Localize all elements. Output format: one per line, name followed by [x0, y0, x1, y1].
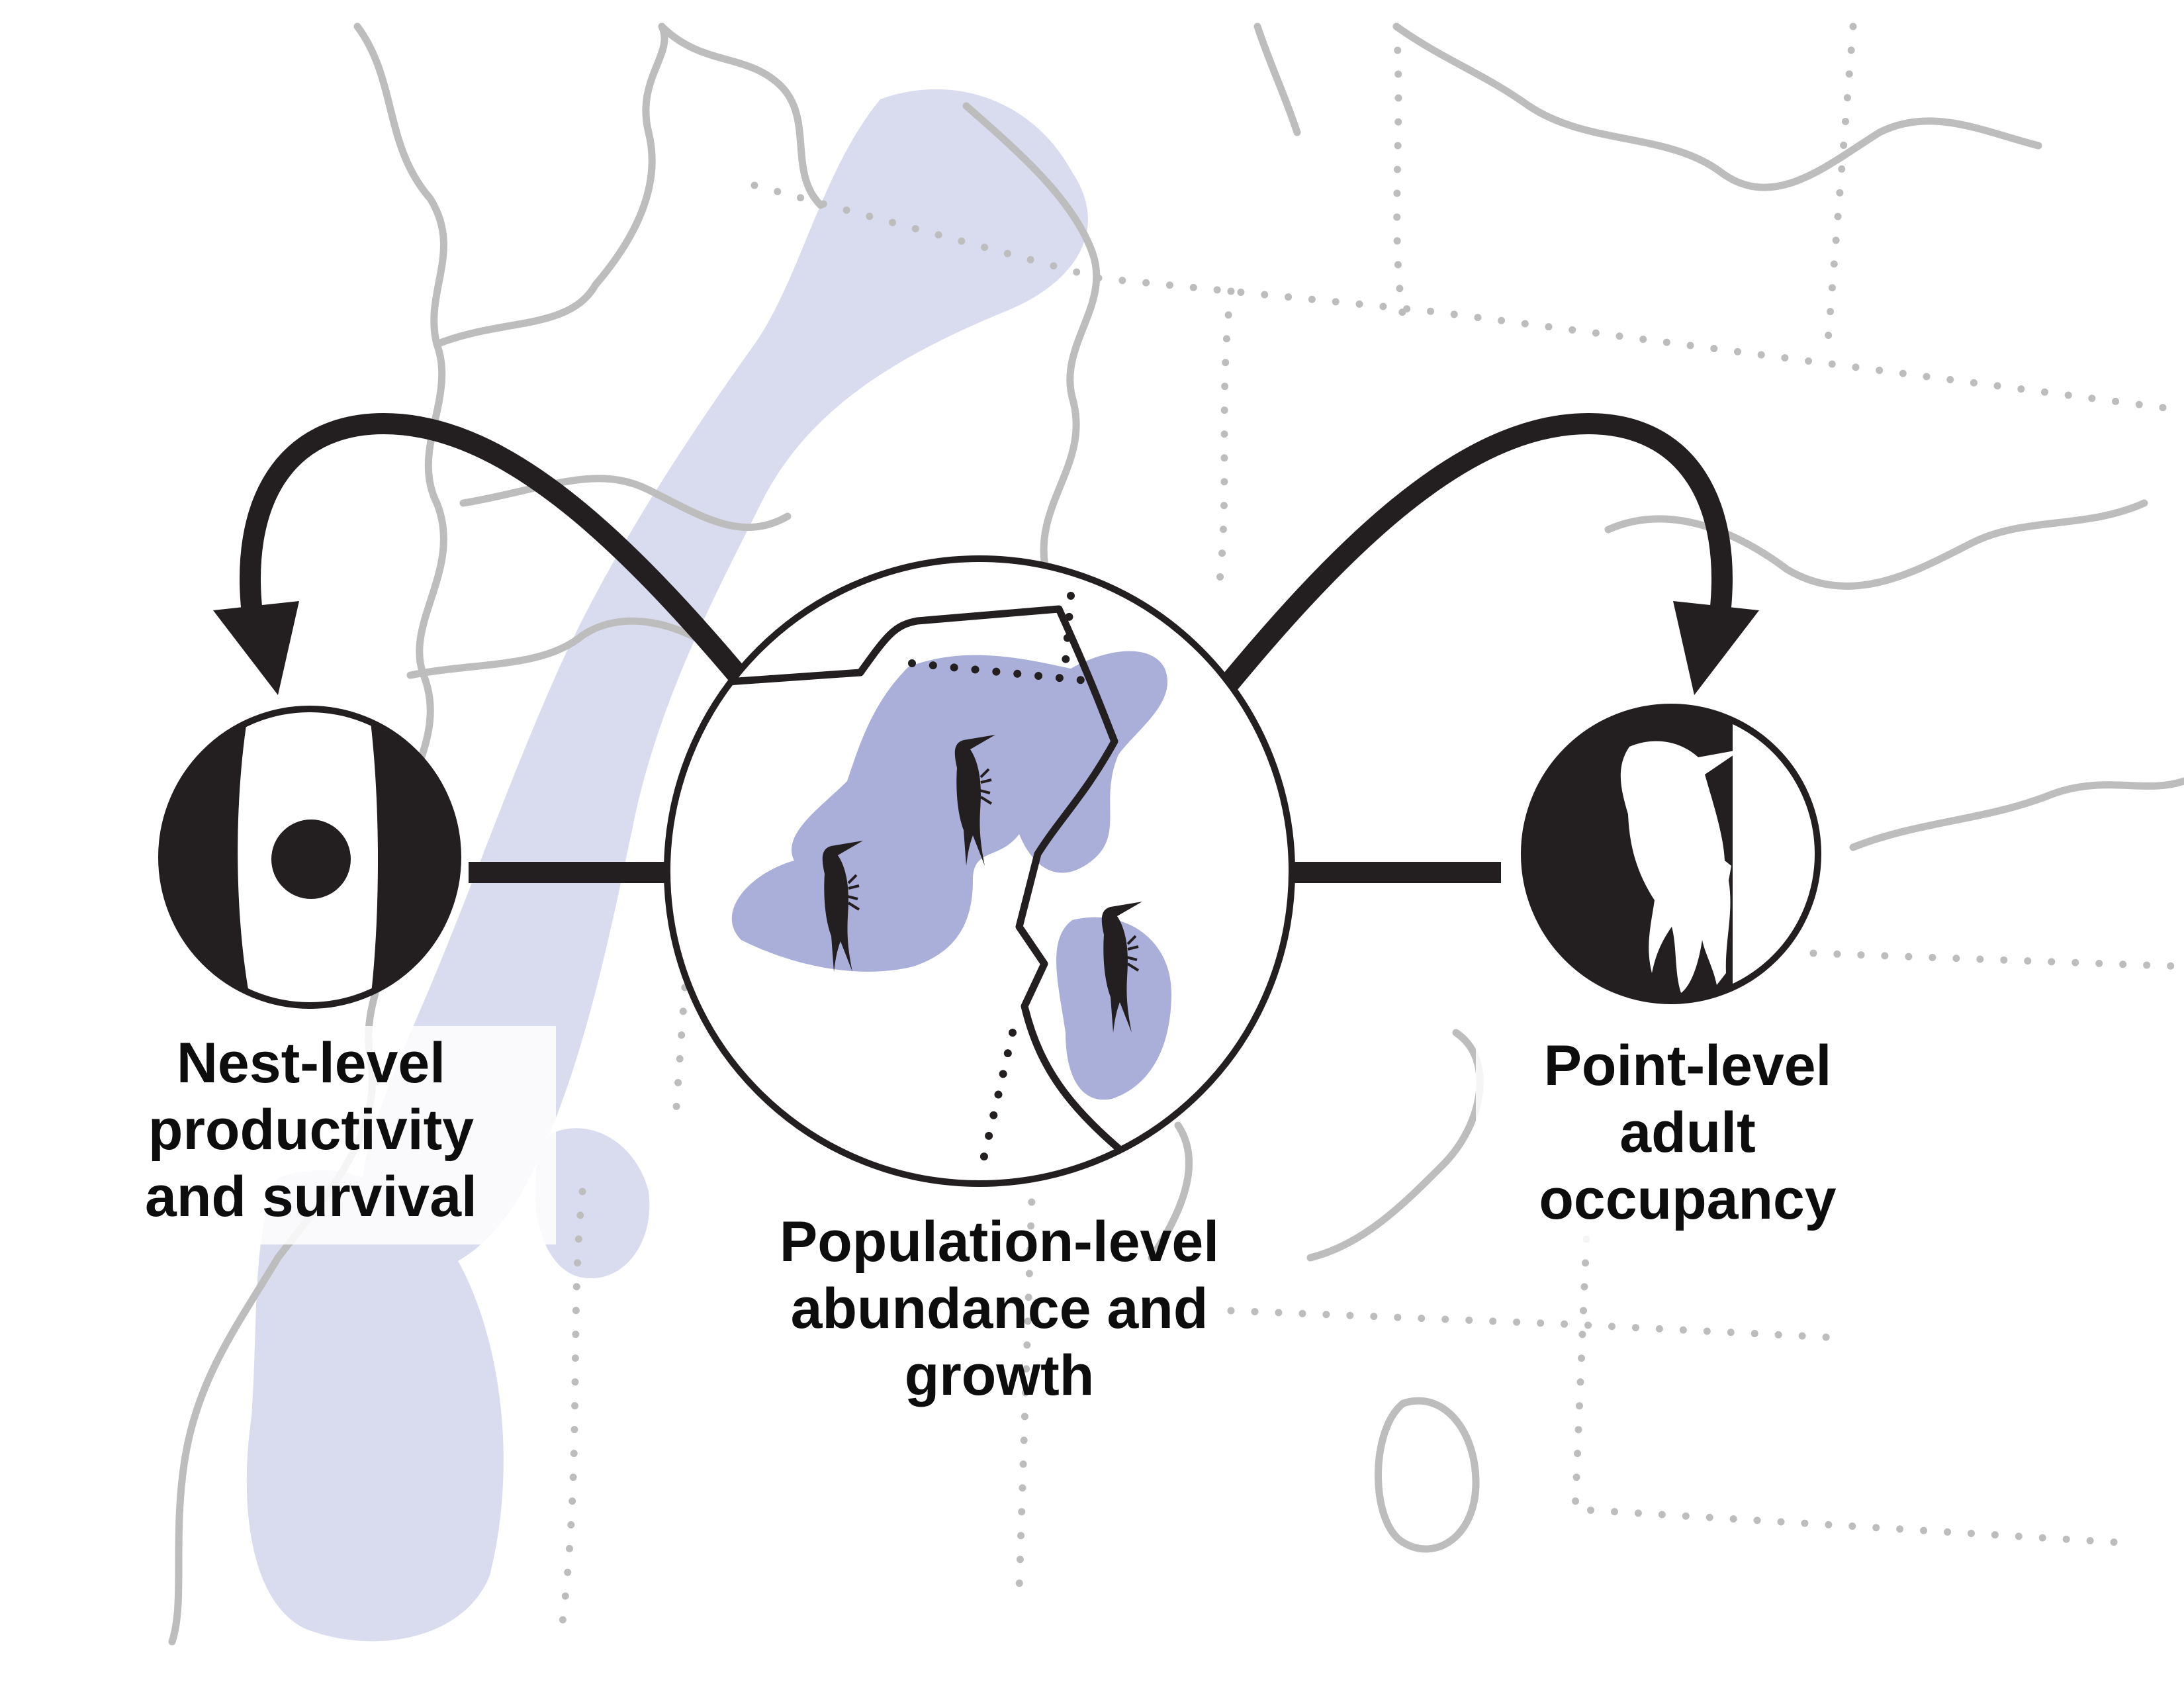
- point-level-label: Point-level adult occupancy: [1489, 1033, 1886, 1233]
- faded-range-shading: [246, 89, 1088, 1642]
- nest-label-line-2: productivity: [148, 1098, 475, 1162]
- population-label-line-2: abundance and: [790, 1277, 1208, 1340]
- nest-level-label: Nest-level productivity and survival: [106, 1030, 516, 1231]
- point-label-line-2: adult: [1619, 1101, 1756, 1164]
- arrow-population-to-nest: [213, 412, 780, 722]
- woodpecker-silhouette: [1620, 741, 1742, 993]
- population-level-label: Population-level abundance and growth: [688, 1209, 1310, 1409]
- population-label-line-3: growth: [904, 1344, 1095, 1407]
- map-state-lines: [559, 23, 2184, 1626]
- point-label-backdrop: [1476, 1025, 1899, 1243]
- map-boundaries: [168, 23, 2184, 1646]
- woodpecker-on-trunk-icon: [1521, 704, 1821, 1004]
- nest-hole: [271, 820, 351, 899]
- arrow-population-to-point: [1195, 412, 1759, 722]
- population-label-line-1: Population-level: [779, 1210, 1220, 1274]
- nest-label-backdrop: [116, 1026, 556, 1244]
- nest-label-line-3: and survival: [145, 1165, 477, 1229]
- population-range-map-icon: [664, 555, 1295, 1187]
- point-label-line-1: Point-level: [1543, 1034, 1832, 1098]
- nest-label-line-1: Nest-level: [176, 1031, 446, 1095]
- point-label-line-3: occupancy: [1539, 1168, 1837, 1231]
